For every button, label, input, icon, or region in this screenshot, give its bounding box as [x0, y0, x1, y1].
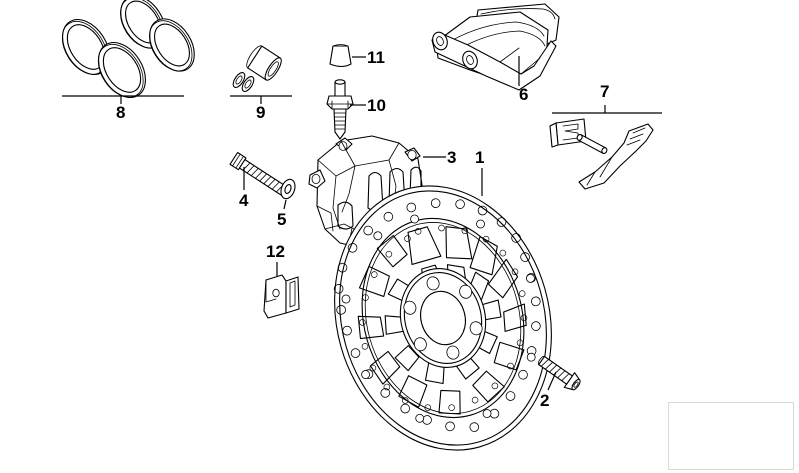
- callout-label-1[interactable]: 1: [475, 148, 485, 167]
- part-brake-pad-set[interactable]: [430, 3, 560, 91]
- part-bushing-set[interactable]: [231, 44, 284, 94]
- callout-label-3[interactable]: 3: [447, 148, 457, 167]
- callout-label-4[interactable]: 4: [239, 191, 249, 210]
- part-seal-ring-set[interactable]: [52, 0, 203, 106]
- callout-bracket-9: [230, 95, 292, 104]
- callout-label-2[interactable]: 2: [540, 391, 550, 410]
- callout-label-8[interactable]: 8: [116, 103, 126, 122]
- part-bleed-screw-cap[interactable]: [329, 44, 352, 68]
- callout-label-6[interactable]: 6: [519, 85, 529, 104]
- part-brake-disc[interactable]: [304, 160, 582, 473]
- disc-spoke-windows-outer: [357, 226, 527, 415]
- part-washer[interactable]: [278, 177, 297, 200]
- callout-label-11[interactable]: 11: [367, 48, 385, 67]
- part-brake-disc-bolt[interactable]: [535, 352, 583, 393]
- watermark-frame: [668, 402, 794, 470]
- disc-drill-holes-inner: [359, 224, 528, 411]
- callout-label-12[interactable]: 12: [266, 242, 285, 261]
- callout-bracket-8: [62, 95, 184, 104]
- disc-rivets: [341, 214, 536, 423]
- part-bleed-screw[interactable]: [326, 79, 354, 140]
- callout-leader-2: [547, 371, 557, 391]
- disc-drill-holes-outer: [333, 198, 541, 432]
- part-pad-retainer-kit[interactable]: [549, 118, 654, 190]
- callout-label-10[interactable]: 10: [367, 96, 386, 115]
- hub-bolt-holes: [403, 276, 483, 360]
- callout-label-7[interactable]: 7: [600, 82, 610, 101]
- part-brake-line-bracket[interactable]: [263, 274, 300, 319]
- callout-leader-5: [283, 199, 287, 210]
- callout-label-5[interactable]: 5: [277, 210, 287, 229]
- callout-bracket-7: [552, 105, 662, 114]
- callout-label-9[interactable]: 9: [256, 103, 266, 122]
